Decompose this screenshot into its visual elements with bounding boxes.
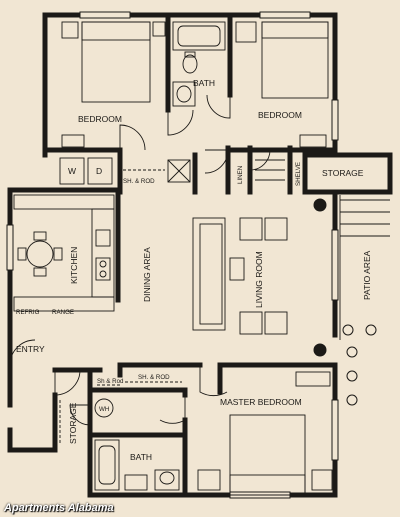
plant-icon <box>346 346 358 358</box>
label-dryer: D <box>96 166 102 176</box>
watermark: Apartments Alabama <box>4 502 114 514</box>
plant-icon <box>346 394 358 406</box>
label-bedroom-2: BEDROOM <box>258 110 302 120</box>
plant-icon <box>313 343 327 357</box>
patio-stairs <box>339 195 390 340</box>
label-washer: W <box>68 166 76 176</box>
plant-icon-group <box>313 198 377 406</box>
label-bedroom-1: BEDROOM <box>78 114 122 124</box>
plant-icon <box>365 324 377 336</box>
label-storage-2: STORAGE <box>68 402 78 444</box>
label-shower-rod-3: Sh & Rod <box>97 378 124 385</box>
label-entry: ENTRY <box>16 344 45 354</box>
label-storage-1: STORAGE <box>322 168 364 178</box>
label-living-room: LIVING ROOM <box>254 251 264 308</box>
label-water-heater: WH <box>99 406 109 413</box>
doors <box>9 94 271 426</box>
label-bath-1: BATH <box>193 78 215 88</box>
label-dining-area: DINING AREA <box>142 247 152 302</box>
label-range: RANGE <box>52 309 74 316</box>
plant-icon <box>346 370 358 382</box>
furniture <box>13 21 333 496</box>
plant-icon <box>342 324 354 336</box>
label-master-bedroom: MASTER BEDROOM <box>220 397 302 407</box>
label-shower-rod-1: SH. & ROD <box>123 178 155 185</box>
label-bath-2: BATH <box>130 452 152 462</box>
room-labels: BEDROOM BATH BEDROOM STORAGE W D SH. & R… <box>16 78 372 462</box>
label-refrig: REFRIG <box>16 309 40 316</box>
label-patio-area: PATIO AREA <box>362 250 372 300</box>
label-kitchen: KITCHEN <box>69 247 79 284</box>
label-linen: LINEN <box>237 166 244 184</box>
label-shower-rod-2: SH. & ROD <box>138 374 170 381</box>
plant-icon <box>313 198 327 212</box>
label-shelve: SHELVE <box>295 162 302 186</box>
